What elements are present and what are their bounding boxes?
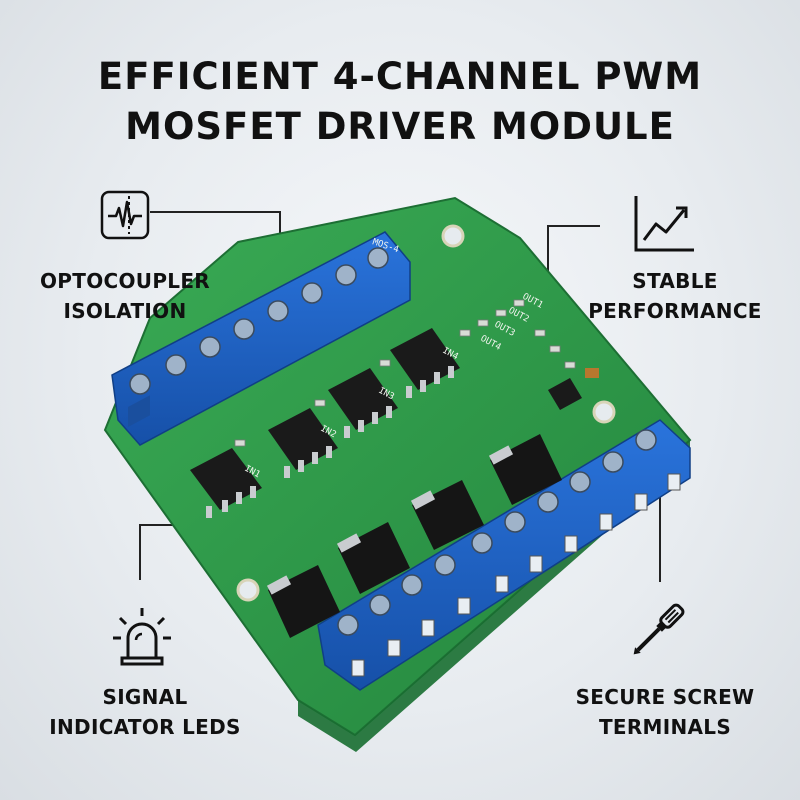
waveform-icon [100,190,150,240]
mosfet-transistors [268,434,562,638]
beacon-light-icon [112,604,172,668]
mosfet-tabs [266,445,514,595]
feature-signal-label: SIGNAL INDICATOR LEDS [49,685,241,739]
capacitor [585,368,599,378]
mount-hole [592,400,616,424]
regulator-chip [548,378,582,410]
screwdriver-icon [624,598,690,664]
optocoupler-chips [190,328,460,510]
mount-hole [441,224,465,248]
trend-chart-icon [632,194,696,254]
chip-pins [206,366,454,518]
feature-terminals-label: SECURE SCREW TERMINALS [575,685,755,739]
title-line-2: MOSFET DRIVER MODULE [125,105,675,148]
title-line-1: EFFICIENT 4-CHANNEL PWM [97,55,703,98]
feature-stable-label: STABLE PERFORMANCE [588,269,762,323]
smd-components [234,299,576,447]
mount-hole [236,578,260,602]
page-title: EFFICIENT 4-CHANNEL PWM MOSFET DRIVER MO… [0,52,800,152]
feature-optocoupler-label: OPTOCOUPLER ISOLATION [40,269,210,323]
input-terminal-block [111,231,411,446]
output-terminal-block [317,419,691,691]
